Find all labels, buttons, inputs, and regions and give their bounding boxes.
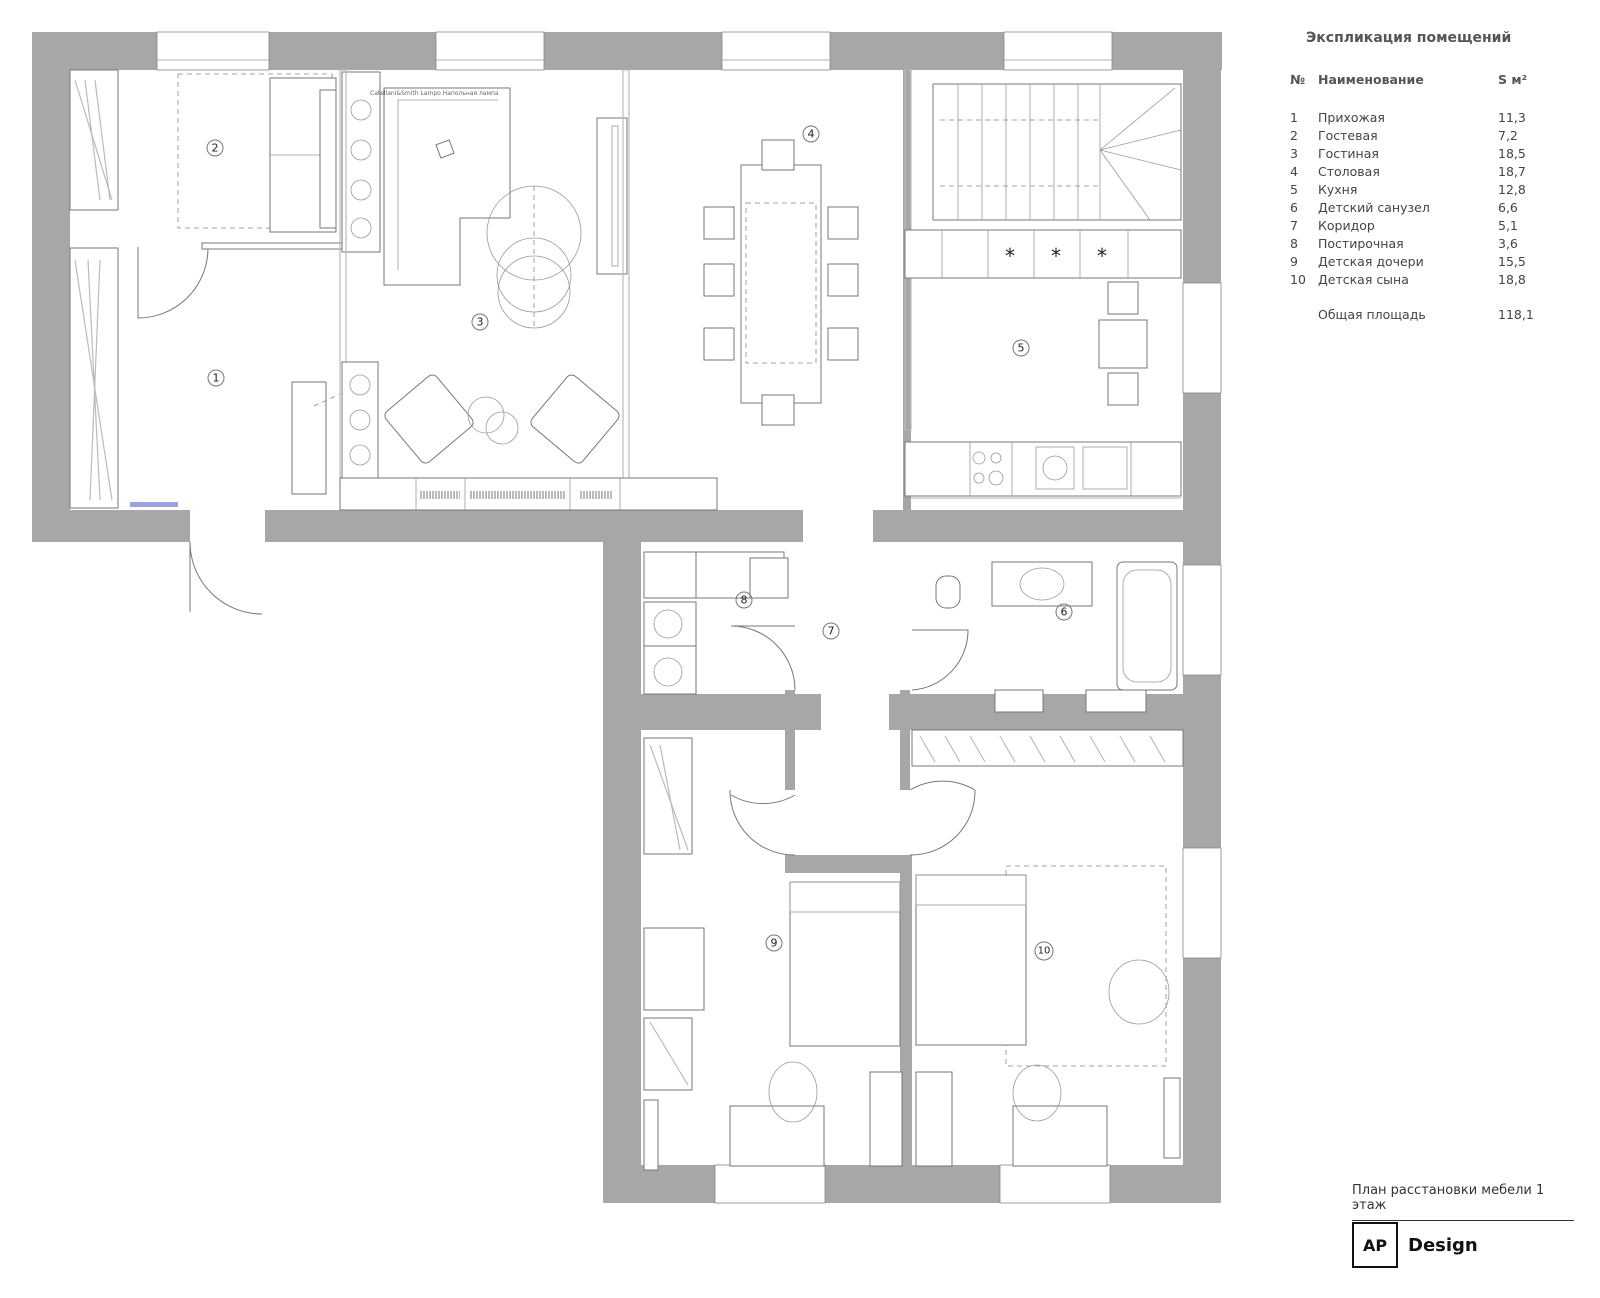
windows [156,31,1222,1204]
legend-row: 7 Коридор 5,1 [1290,218,1570,236]
legend-row-name: Коридор [1318,218,1375,233]
legend-row-name: Гостиная [1318,146,1379,161]
legend-row: 3 Гостиная 18,5 [1290,146,1570,164]
lamp-label: Catellani&Smith Lampo Напольная лампа [370,90,499,97]
legend-row-area: 18,7 [1498,164,1526,179]
legend-total-area: 118,1 [1498,307,1534,322]
svg-text:4: 4 [808,128,815,141]
legend-row-num: 8 [1290,236,1298,251]
room-6-bathroom [911,561,1178,713]
legend-title: Экспликация помещений [1306,30,1512,46]
room-label-3: 3 [471,313,489,331]
room-label-2: 2 [206,139,224,157]
legend-row-area: 7,2 [1498,128,1518,143]
room-label-8: 8 [735,591,753,609]
legend-row-num: 4 [1290,164,1298,179]
legend-row-num: 7 [1290,218,1298,233]
room-label-4: 4 [802,125,820,143]
legend-row: 2 Гостевая 7,2 [1290,128,1570,146]
room-10-son [911,729,1184,1167]
logo-text: Design [1408,1234,1478,1256]
legend-col-name: Наименование [1318,72,1424,87]
legend-row-area: 5,1 [1498,218,1518,233]
legend-row-num: 2 [1290,128,1298,143]
room-8-laundry [643,551,789,695]
room-label-10: 10 [1034,941,1054,961]
room-label-5: 5 [1012,339,1030,357]
room-label-7: 7 [822,622,840,640]
svg-text:9: 9 [771,937,778,950]
logo: AP Design [1352,1222,1478,1268]
floor-plan: Catellani&Smith Lampo Напольная лампа [32,31,1222,1204]
svg-text:8: 8 [741,594,748,607]
legend-row-area: 6,6 [1498,200,1518,215]
room-7-corridor [729,625,976,856]
star-mark: * [1051,244,1061,268]
legend-row-name: Детский санузел [1318,200,1430,215]
svg-text:6: 6 [1061,606,1068,619]
legend-row-num: 5 [1290,182,1298,197]
logo-mark: AP [1352,1222,1398,1268]
legend-header: № Наименование S м² [1290,72,1570,92]
star-mark: * [1005,244,1015,268]
legend-row-name: Постирочная [1318,236,1404,251]
legend-row: 8 Постирочная 3,6 [1290,236,1570,254]
legend-row: 4 Столовая 18,7 [1290,164,1570,182]
legend-row: 10 Детская сына 18,8 [1290,272,1570,290]
legend-col-num: № [1290,72,1306,87]
legend-row-name: Детская дочери [1318,254,1424,269]
room-1-hallway [69,69,341,615]
legend-row-area: 11,3 [1498,110,1526,125]
star-mark: * [1097,244,1107,268]
room-3-living: Catellani&Smith Lampo Напольная лампа [339,69,718,511]
legend-row-area: 18,8 [1498,272,1526,287]
svg-text:5: 5 [1018,342,1025,355]
room-label-9: 9 [765,934,783,952]
legend-row-name: Столовая [1318,164,1380,179]
legend-row: 9 Детская дочери 15,5 [1290,254,1570,272]
room-4-dining [703,139,859,426]
legend-row-area: 18,5 [1498,146,1526,161]
legend-row-name: Детская сына [1318,272,1409,287]
svg-text:3: 3 [477,316,484,329]
legend-row-num: 9 [1290,254,1298,269]
walls [32,32,1222,1203]
room-number-labels: 1 2 3 4 5 6 7 8 9 10 [206,125,1073,961]
svg-text:1: 1 [213,372,220,385]
svg-text:7: 7 [828,625,835,638]
legend-col-area: S м² [1498,72,1528,87]
legend-row: 5 Кухня 12,8 [1290,182,1570,200]
room-label-1: 1 [207,369,225,387]
room-2-guest [177,71,381,253]
svg-text:10: 10 [1038,946,1051,957]
legend-row: 1 Прихожая 11,3 [1290,110,1570,128]
legend-total-row: Общая площадь 118,1 [1290,307,1570,325]
room-legend: Экспликация помещений № Наименование S м… [1290,30,1570,325]
room-label-6: 6 [1055,603,1073,621]
legend-row-name: Кухня [1318,182,1358,197]
legend-row-num: 1 [1290,110,1298,125]
legend-row-num: 10 [1290,272,1306,287]
plan-caption: План расстановки мебели 1 этаж [1352,1183,1574,1221]
svg-text:2: 2 [212,142,219,155]
legend-row-area: 12,8 [1498,182,1526,197]
legend-row-num: 6 [1290,200,1298,215]
legend-row: 6 Детский санузел 6,6 [1290,200,1570,218]
legend-row-name: Прихожая [1318,110,1385,125]
legend-row-area: 3,6 [1498,236,1518,251]
room-9-daughter [643,737,903,1171]
legend-row-num: 3 [1290,146,1298,161]
legend-total-label: Общая площадь [1318,307,1426,322]
legend-row-area: 15,5 [1498,254,1526,269]
legend-rows: 1 Прихожая 11,3 2 Гостевая 7,2 3 Гостиная 18,5 4 С… [1290,110,1570,290]
legend-row-name: Гостевая [1318,128,1378,143]
room-5-kitchen: * * * [904,69,1182,499]
